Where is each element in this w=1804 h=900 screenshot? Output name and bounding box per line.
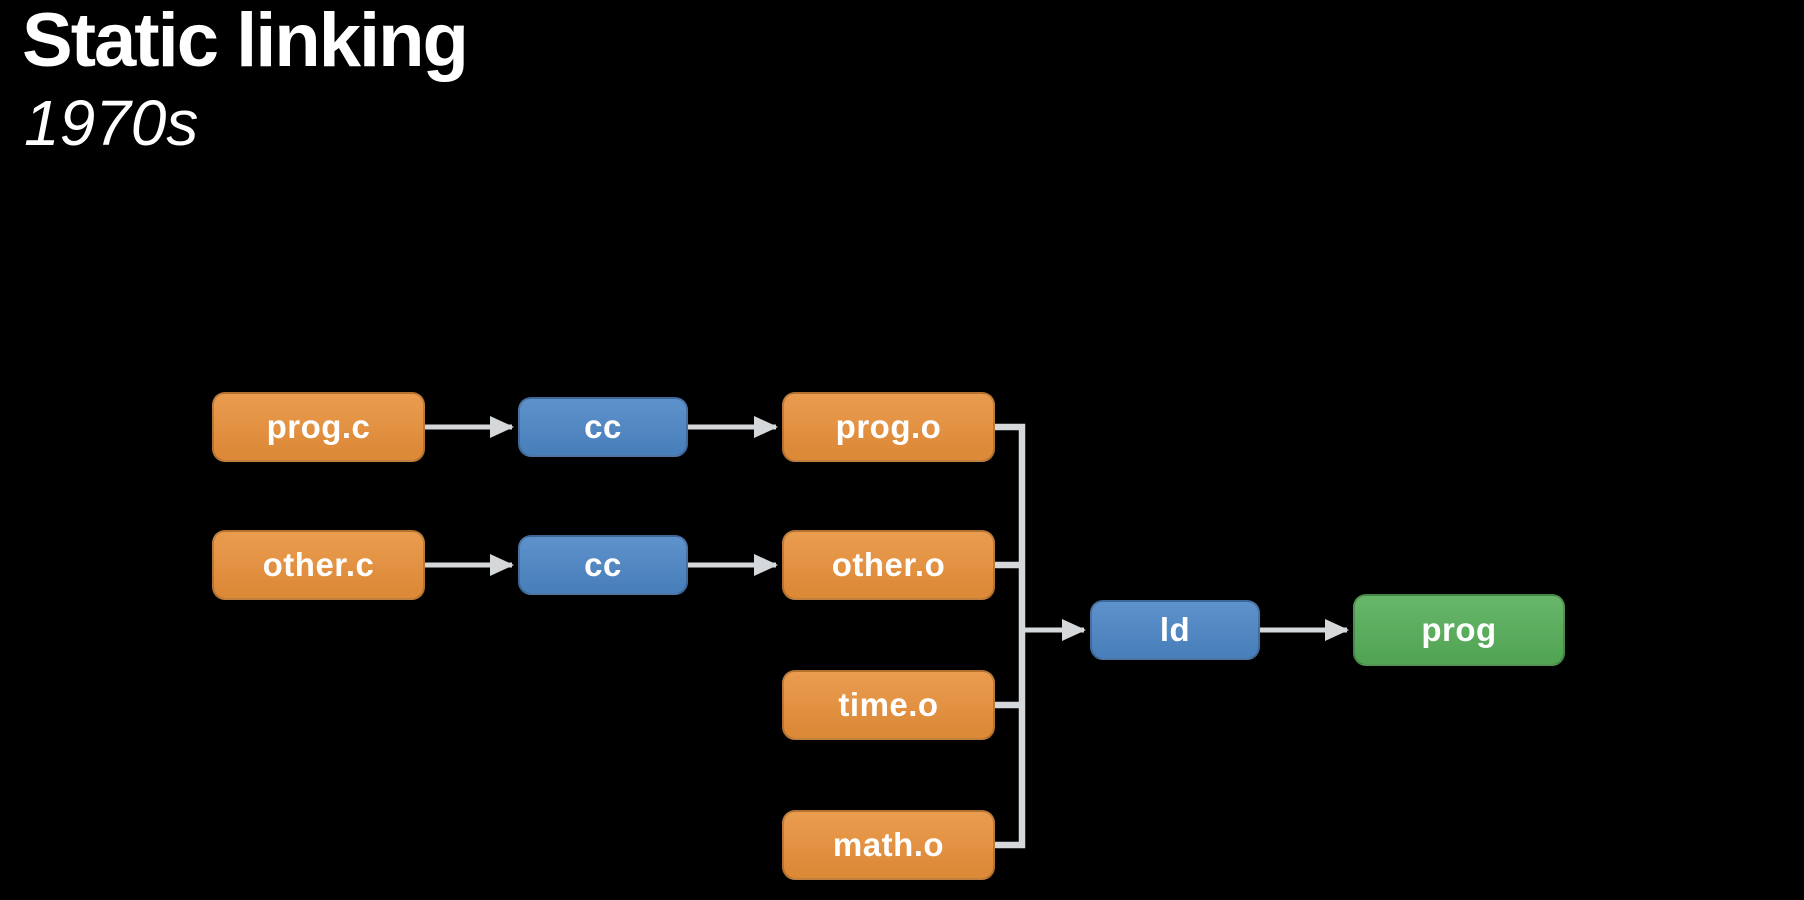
node-cc-1: cc: [518, 397, 688, 457]
node-other-o: other.o: [782, 530, 995, 600]
slide-subtitle: 1970s: [24, 87, 199, 159]
node-cc-2: cc: [518, 535, 688, 595]
node-time-o: time.o: [782, 670, 995, 740]
node-prog-c: prog.c: [212, 392, 425, 462]
node-other-c: other.c: [212, 530, 425, 600]
node-ld: ld: [1090, 600, 1260, 660]
node-math-o: math.o: [782, 810, 995, 880]
node-prog-o: prog.o: [782, 392, 995, 462]
edge-bus-vertical: [995, 423, 1026, 849]
slide-title: Static linking: [22, 0, 469, 83]
node-prog: prog: [1353, 594, 1565, 666]
